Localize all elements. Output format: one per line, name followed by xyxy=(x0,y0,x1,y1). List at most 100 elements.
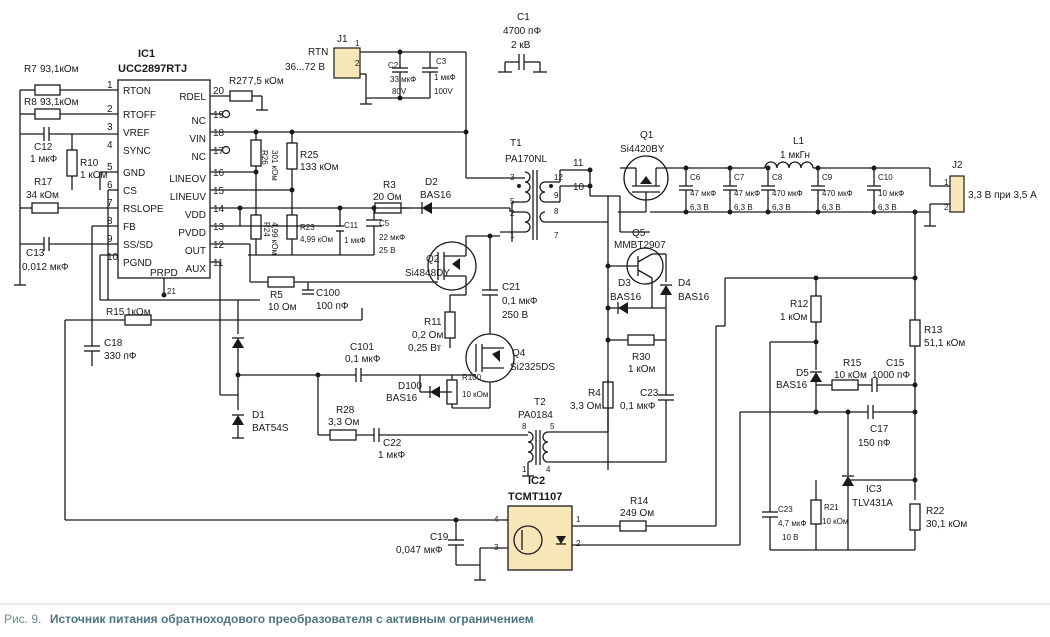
ic2-value: TCMT1107 xyxy=(508,491,562,503)
r15-ref: R15 xyxy=(106,307,125,318)
q5-ref: Q5 xyxy=(632,228,646,239)
d1-group: D1 BAT54S C101 0,1 мкФ R28 3,3 Ом C22 1 … xyxy=(210,261,528,461)
resistor-r24 xyxy=(250,214,262,240)
c5-voltage: 25 В xyxy=(379,246,395,255)
resistor-r27 xyxy=(229,90,253,102)
d4-value: BAS16 xyxy=(678,292,710,303)
r5-ref: R5 xyxy=(270,290,283,301)
svg-text:1: 1 xyxy=(522,465,527,474)
ic1-pin-label: LINEOV xyxy=(169,174,206,185)
ic1-pin-number: 20 xyxy=(213,86,225,97)
ic1-pin-label: RSLOPE xyxy=(123,204,164,215)
c13-ref: C13 xyxy=(26,248,45,259)
svg-text:2: 2 xyxy=(576,539,581,548)
c7-voltage: 6,3 В xyxy=(734,203,753,212)
connector-j2 xyxy=(949,175,965,213)
r14-ref: R14 xyxy=(630,496,649,507)
c2-ref: C2 xyxy=(388,61,399,70)
ic1-pin-label: RDEL xyxy=(179,92,206,103)
c12-ref: C12 xyxy=(34,142,53,153)
r23-value: 4,99 кОм xyxy=(300,235,333,244)
j2-group: J2 1 2 3,3 В при 3,5 А xyxy=(924,160,1037,227)
c9-voltage: 6,3 В xyxy=(822,203,841,212)
q4-value: Si2325DS xyxy=(510,362,555,373)
c17-value: 150 пФ xyxy=(858,438,891,449)
t2-secondary xyxy=(542,431,549,463)
c3-value: 1 мкФ xyxy=(434,73,456,82)
c9-value: 470 мкФ xyxy=(822,189,853,198)
ic1-pin-number: 12 xyxy=(213,240,225,251)
svg-text:2: 2 xyxy=(944,203,949,212)
t1-value: PA170NL xyxy=(505,154,548,165)
r11-value: 0,2 Ом xyxy=(412,330,443,341)
c10-ref: C10 xyxy=(878,173,893,182)
figure-caption: Рис. 9. Источник питания обратноходового… xyxy=(4,610,534,627)
q1-value: Si4420BY xyxy=(620,144,665,155)
feedback-network: R12 1 кОм D5 BAS16 R15 10 кОм C15 1000 п… xyxy=(724,209,967,551)
ic1-pin-label: NC xyxy=(192,152,206,163)
r3-value: 20 Ом xyxy=(373,192,402,203)
c18-ref: C18 xyxy=(104,338,123,349)
c21-group: C21 0,1 мкФ 250 В xyxy=(482,233,538,321)
r7-value: 93,1кОм xyxy=(40,64,79,75)
r11-ref: R11 xyxy=(424,317,442,328)
zener-ic3 xyxy=(842,476,854,486)
c101-value: 0,1 мкФ xyxy=(345,354,381,365)
j1-label: RTN xyxy=(308,47,328,58)
d100-ref: D100 xyxy=(398,381,422,392)
c21-value: 0,1 мкФ xyxy=(502,296,538,307)
ic1-pin-label: VIN xyxy=(189,134,206,145)
r8-ref: R8 xyxy=(24,97,37,108)
ic1-pin-number: 17 xyxy=(213,146,225,157)
c6-voltage: 6,3 В xyxy=(690,203,709,212)
c9-ref: C9 xyxy=(822,173,833,182)
r12-ref: R12 xyxy=(790,299,809,310)
r7-ref: R7 xyxy=(24,64,37,75)
svg-text:8: 8 xyxy=(554,207,559,216)
c19-ref: C19 xyxy=(430,532,449,543)
diode-d4 xyxy=(660,285,672,295)
t2-value: PA0184 xyxy=(518,410,553,421)
t1-ref: T1 xyxy=(510,138,522,149)
svg-text:4: 4 xyxy=(546,465,551,474)
t2-primary xyxy=(527,431,534,463)
c1-ref: C1 xyxy=(517,12,530,23)
c10-value: 10 мкФ xyxy=(878,189,904,198)
ic1-pin-label: PGND xyxy=(123,258,152,269)
r13-value: 51,1 кОм xyxy=(924,338,965,349)
ic1-pin-21: 21 xyxy=(167,287,176,296)
c23-ref: C23 xyxy=(778,505,793,514)
r13-ref: R13 xyxy=(924,325,943,336)
ic1-pin-label: PVDD xyxy=(178,228,206,239)
q2-ref: Q2 xyxy=(426,254,440,265)
resistor-r30 xyxy=(627,334,655,346)
ic1-pin-prpd: PRPD xyxy=(150,268,178,279)
ic1-pin-number: 13 xyxy=(213,222,225,233)
r22-ref: R22 xyxy=(926,506,945,517)
c8-voltage: 6,3 В xyxy=(772,203,791,212)
r24-value: 4,99 кОм xyxy=(270,222,279,255)
connector-j1 xyxy=(333,47,361,79)
left-network: R7 93,1кОм R8 93,1кОм C12 1 мкФ R10 1 кО… xyxy=(14,64,363,520)
r17-value: 34 кОм xyxy=(26,190,59,201)
svg-text:1: 1 xyxy=(944,178,949,187)
d100-value: BAS16 xyxy=(386,393,418,404)
d3-value: BAS16 xyxy=(610,292,642,303)
q1-ref: Q1 xyxy=(640,130,654,141)
ic1-pin-label: RTON xyxy=(123,86,151,97)
r4-value: 3,3 Ом xyxy=(570,401,601,412)
resistor-r17 xyxy=(31,202,59,214)
ic1-pin-number: 8 xyxy=(107,216,113,227)
c11-ref: C11 xyxy=(344,221,359,230)
l1-value: 1 мкГн xyxy=(780,150,810,161)
ic1-pins: 1RTON2RTOFF3VREF4SYNC5GND6CS7RSLOPE8FB9S… xyxy=(107,80,225,275)
d3-ref: D3 xyxy=(618,278,631,289)
svg-text:8: 8 xyxy=(522,422,527,431)
ic1-pin-number: 19 xyxy=(213,110,225,121)
resistor-r23 xyxy=(286,214,298,240)
c22-ref: C22 xyxy=(383,438,402,449)
resistor-r28 xyxy=(329,429,357,441)
